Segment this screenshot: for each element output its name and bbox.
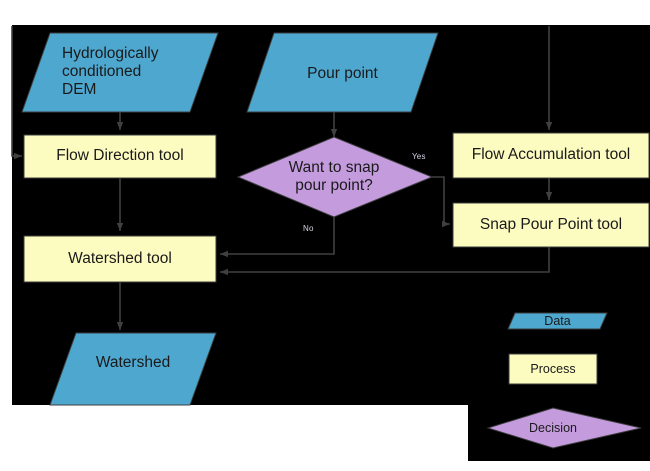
node-pourpoint-shape[interactable] bbox=[246, 32, 439, 113]
node-watershed-shape[interactable] bbox=[49, 332, 217, 406]
edge-label-yes: Yes bbox=[412, 152, 426, 161]
node-dem-shape[interactable] bbox=[21, 32, 219, 113]
edge-decision-yes-to-snap bbox=[432, 176, 450, 228]
connectors bbox=[11, 26, 553, 330]
legend-data-shape bbox=[507, 312, 608, 330]
edge-decision-no-to-watershedtool bbox=[220, 216, 335, 258]
node-watershedtool-shape[interactable] bbox=[23, 235, 217, 283]
legend-process-shape bbox=[508, 353, 598, 385]
node-flowdir-shape[interactable] bbox=[23, 134, 217, 179]
edge-snap-to-watershedtool bbox=[220, 247, 550, 276]
node-snap-shape[interactable] bbox=[452, 202, 650, 248]
legend-decision-shape bbox=[486, 407, 642, 449]
node-flowaccum-shape[interactable] bbox=[452, 132, 650, 179]
node-decision-shape[interactable] bbox=[236, 136, 434, 218]
edge-label-no: No bbox=[303, 224, 314, 233]
edge-loop-into-flowdir bbox=[11, 26, 22, 160]
